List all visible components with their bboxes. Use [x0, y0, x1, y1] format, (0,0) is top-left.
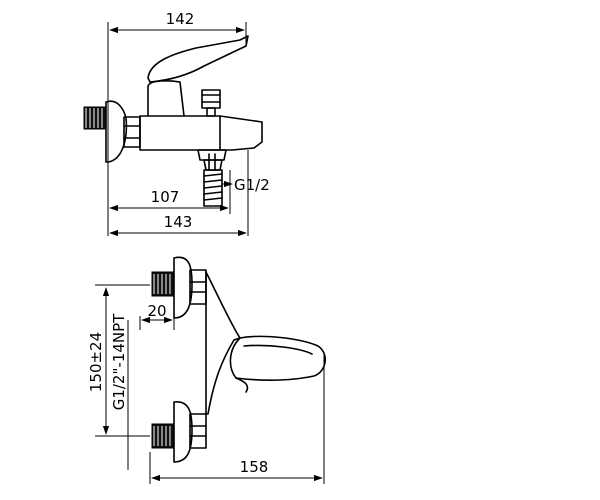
dim-spout-reach: 107 — [151, 188, 180, 206]
dim-center-distance: 150±24 — [87, 332, 105, 392]
cartridge-housing — [147, 80, 185, 117]
lower-inlet-fitting — [151, 401, 207, 463]
lever-handle — [147, 35, 249, 83]
label-outlet-thread: G1/2 — [234, 176, 270, 194]
dim-overall-depth: 158 — [240, 458, 269, 476]
outlet-connector — [197, 149, 227, 207]
top-view: 142 107 143 — [83, 10, 270, 237]
side-view: 150±24 G1/2"-14NPT 20 — [87, 256, 326, 484]
diverter-knob — [201, 89, 221, 117]
wall-flange — [105, 100, 128, 163]
faucet-body — [139, 115, 263, 151]
label-inlet-thread: G1/2"-14NPT — [110, 313, 128, 410]
inlet-thread — [83, 106, 107, 130]
dim-overall-reach: 143 — [164, 213, 193, 231]
dim-overall-width: 142 — [166, 10, 195, 28]
mixer-body — [205, 271, 241, 415]
side-lever — [229, 335, 326, 381]
dim-wall-offset: 20 — [147, 302, 166, 320]
